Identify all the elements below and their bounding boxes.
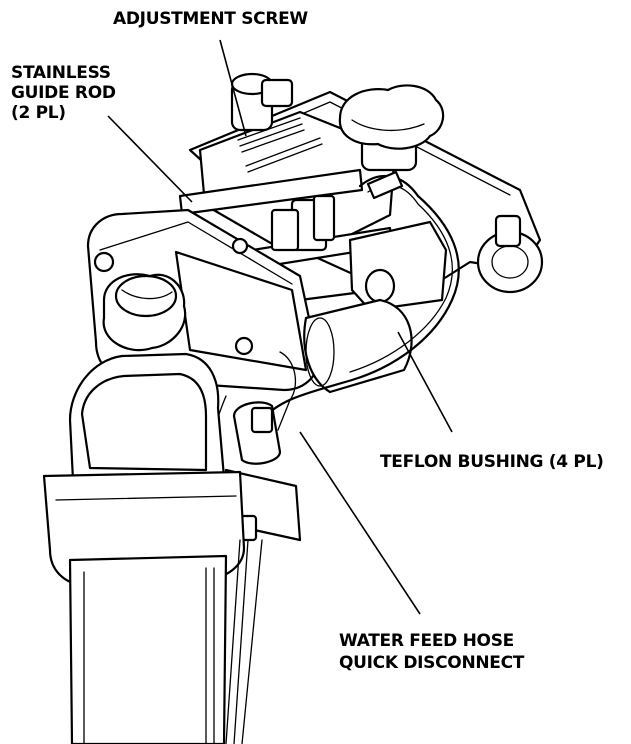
bushing-block-right	[348, 220, 448, 312]
leader-lines	[107, 39, 453, 615]
callout-labels: ADJUSTMENT SCREW STAINLESS GUIDE ROD (2 …	[11, 9, 604, 673]
label-guide-rod-line2: GUIDE ROD	[11, 83, 116, 103]
motor-cylinder	[303, 298, 413, 394]
label-guide-rod-line3: (2 PL)	[11, 103, 66, 123]
carriage	[270, 194, 336, 252]
leader-water-feed	[299, 431, 421, 615]
label-teflon-bushing: TEFLON BUSHING (4 PL)	[380, 452, 604, 472]
leader-teflon-bushing	[397, 331, 453, 433]
label-water-feed-line1: WATER FEED HOSE	[339, 631, 514, 651]
water-feed-hose	[260, 170, 460, 422]
label-adjustment-screw: ADJUSTMENT SCREW	[113, 9, 308, 29]
feed-tubes	[225, 539, 263, 744]
front-knob	[102, 273, 187, 352]
label-guide-rod-line1: STAINLESS	[11, 63, 111, 83]
label-water-feed-line2: QUICK DISCONNECT	[339, 653, 525, 673]
pivot-foot	[476, 214, 544, 294]
adjustment-screw	[230, 72, 294, 132]
leader-guide-rod	[107, 115, 193, 203]
leader-adjustment-screw	[219, 39, 247, 137]
star-knob	[338, 84, 445, 172]
vertical-column	[42, 352, 246, 744]
